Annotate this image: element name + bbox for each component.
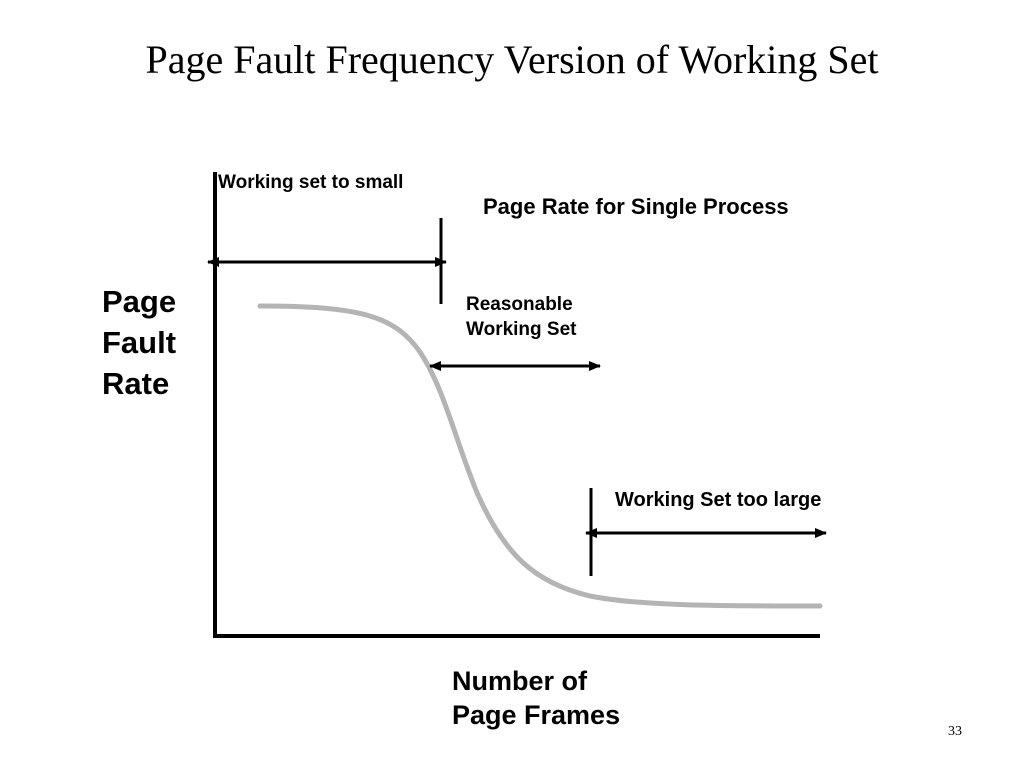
y-axis-label-line: Page <box>102 284 176 319</box>
page-number: 33 <box>948 724 962 739</box>
page-fault-curve <box>257 303 823 609</box>
reasonable-label-line: Reasonable <box>466 294 573 315</box>
curve-title: Page Rate for Single Process <box>483 194 789 219</box>
x-axis-label: Number of Page Frames <box>452 666 620 730</box>
y-axis-label-line: Fault <box>102 325 176 360</box>
too-small-label: Working set to small <box>218 172 403 193</box>
x-axis-label-line: Page Frames <box>452 700 620 730</box>
y-axis-label-line: Rate <box>102 366 169 401</box>
reasonable-label: Reasonable Working Set <box>466 294 578 340</box>
y-axis-label: Page Fault Rate <box>102 284 185 401</box>
x-axis-label-line: Number of <box>452 666 588 696</box>
slide-title: Page Fault Frequency Version of Working … <box>145 37 879 82</box>
reasonable-label-line: Working Set <box>466 319 577 340</box>
too-large-label: Working Set too large <box>615 489 821 511</box>
